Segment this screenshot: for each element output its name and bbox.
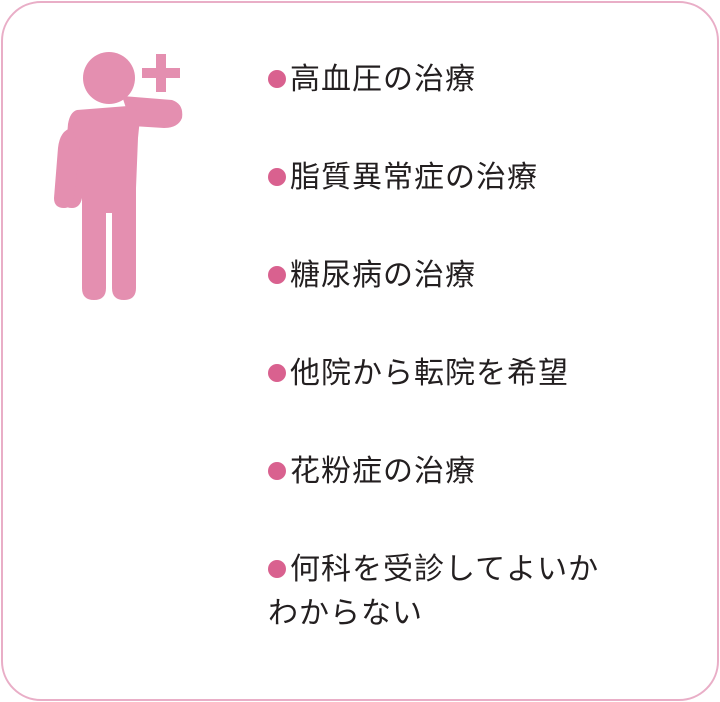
list-item: 何科を受診してよいか わからない (268, 548, 688, 636)
item-label: 他院から転院を希望 (290, 356, 569, 391)
list-item: 糖尿病の治療 (268, 254, 688, 298)
item-label: 高血圧の治療 (290, 62, 476, 97)
bullet-dot (268, 70, 286, 88)
bullet-dot (268, 560, 286, 578)
plus-icon-horizontal (142, 68, 180, 78)
bullet-dot (268, 364, 286, 382)
person-plus-icon (54, 52, 183, 300)
list-item: 高血圧の治療 (268, 58, 688, 102)
person-body (62, 106, 140, 300)
bullet-dot (268, 266, 286, 284)
list-item: 他院から転院を希望 (268, 352, 688, 396)
list-item-first-line: 何科を受診してよいか (268, 548, 688, 592)
list-item: 脂質異常症の治療 (268, 156, 688, 200)
item-label-line1: 何科を受診してよいか (290, 552, 600, 587)
item-label: 花粉症の治療 (290, 454, 476, 489)
item-label: 脂質異常症の治療 (290, 160, 538, 195)
item-label: 糖尿病の治療 (290, 258, 476, 293)
list-item: 花粉症の治療 (268, 450, 688, 494)
options-list: 高血圧の治療 脂質異常症の治療 糖尿病の治療 他院から転院を希望 花粉症の治療 … (268, 58, 688, 636)
bullet-dot (268, 462, 286, 480)
bullet-dot (268, 168, 286, 186)
person-lower-arm (54, 128, 80, 208)
item-label-line2: わからない (268, 596, 423, 631)
person-head (83, 52, 135, 104)
